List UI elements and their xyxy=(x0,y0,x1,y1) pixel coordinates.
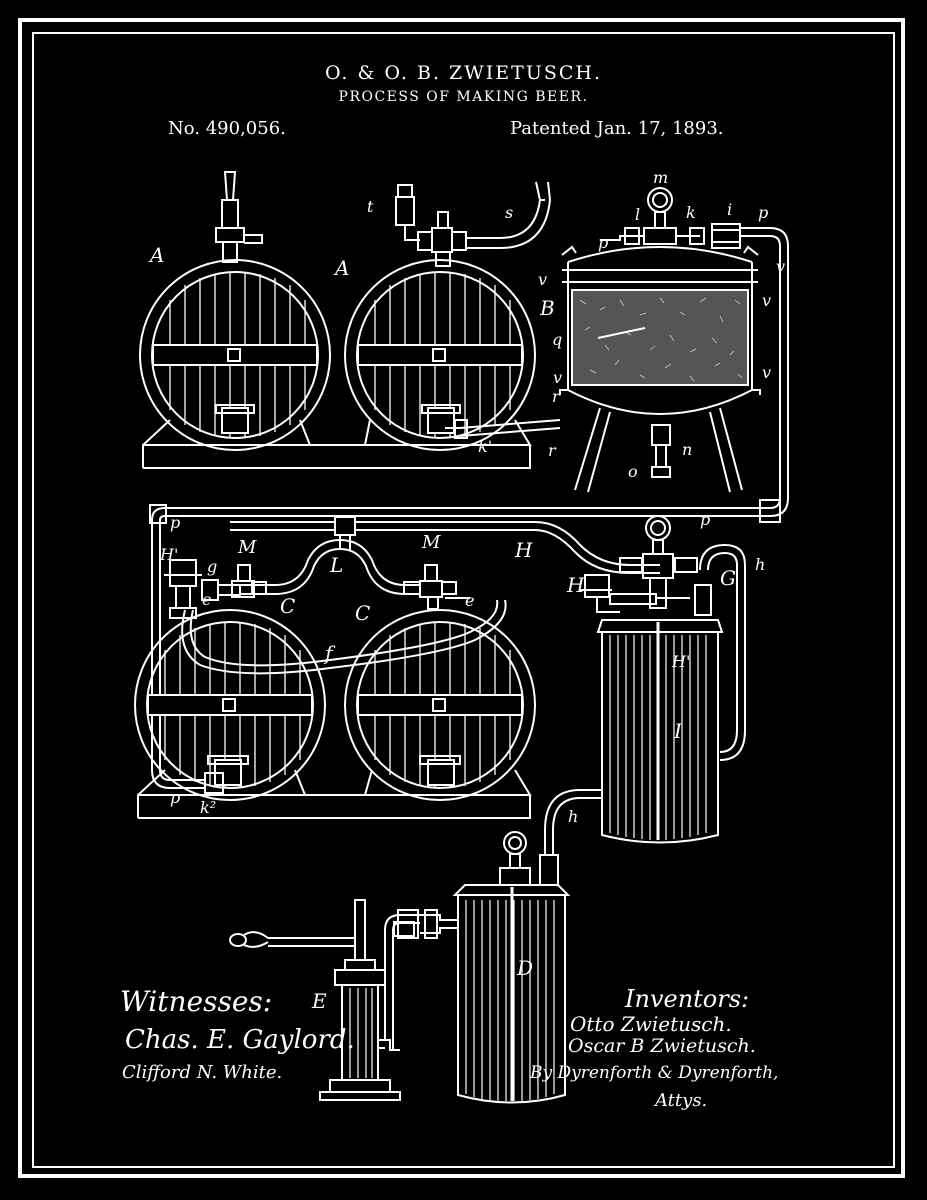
witnesses-label: Witnesses: xyxy=(120,985,273,1018)
label-M1: M xyxy=(237,537,257,558)
label-C1: C xyxy=(280,594,295,618)
pipe-elbow-right xyxy=(759,499,781,523)
middle-right-valves xyxy=(403,564,470,610)
label-I: I xyxy=(673,719,683,743)
label-p2: p xyxy=(598,233,608,252)
cask-D xyxy=(397,831,571,1104)
label-p1: p xyxy=(758,203,768,222)
label-E: E xyxy=(311,989,327,1013)
pipe-H xyxy=(230,521,660,574)
label-B: B xyxy=(539,296,555,320)
outer-border xyxy=(18,18,905,1178)
pipe-elbow-left xyxy=(149,504,167,524)
label-v2: v xyxy=(776,257,785,276)
middle-barrel-cradle xyxy=(137,769,532,819)
top-barrel-cradle xyxy=(142,419,532,469)
label-M2: M xyxy=(421,532,441,553)
inventors-label: Inventors: xyxy=(625,985,750,1013)
label-n: n xyxy=(682,440,692,459)
middle-left-valves xyxy=(164,559,267,619)
patent-date: Patented Jan. 17, 1893. xyxy=(510,118,724,139)
label-l: l xyxy=(635,205,640,224)
inventor-signature-2: Oscar B Zwietusch. xyxy=(568,1035,756,1057)
label-s: s xyxy=(505,203,513,222)
label-H4: H' xyxy=(671,652,690,671)
label-q: q xyxy=(552,330,562,349)
witness-signature-1: Chas. E. Gaylord. xyxy=(125,1025,355,1055)
label-v5: v xyxy=(762,363,771,382)
inner-border xyxy=(32,32,895,1168)
label-v3: v xyxy=(762,291,771,310)
label-p4: p xyxy=(700,510,710,529)
top-barrel-right xyxy=(344,259,536,451)
pipe-f xyxy=(181,599,507,675)
label-r2: r xyxy=(548,441,557,460)
top-barrel-outlet-pipe xyxy=(445,419,561,437)
middle-barrel-left xyxy=(134,609,326,801)
label-H2: H xyxy=(566,573,585,597)
label-p5: p xyxy=(170,788,180,807)
label-H: H xyxy=(514,538,533,562)
label-G: G xyxy=(720,566,736,590)
air-pump-E xyxy=(229,899,420,1101)
inventor-title: O. & O. B. ZWIETUSCH. xyxy=(324,62,603,84)
label-o: o xyxy=(628,462,638,481)
label-A2: A xyxy=(333,256,349,280)
top-barrel-left xyxy=(139,259,331,451)
label-L: L xyxy=(329,553,343,577)
label-A1: A xyxy=(148,243,164,267)
pipe-p xyxy=(151,507,770,770)
label-H3: H' xyxy=(159,545,178,564)
cylinder-tank-fittings xyxy=(580,515,746,761)
patent-subject: PROCESS OF MAKING BEER. xyxy=(338,89,589,105)
label-i: i xyxy=(727,200,732,219)
label-v4: v xyxy=(553,368,562,387)
label-e2: e xyxy=(465,591,474,610)
label-f: f xyxy=(323,641,336,665)
top-left-vent-pipe xyxy=(215,171,263,263)
label-k2: k² xyxy=(200,798,216,817)
inventor-signature-1: Otto Zwietusch. xyxy=(570,1012,732,1036)
label-D: D xyxy=(516,956,533,980)
label-h1: h xyxy=(755,555,765,574)
pipe-h xyxy=(544,789,602,855)
label-k: k xyxy=(686,203,696,222)
attorneys-label: Attys. xyxy=(655,1090,708,1111)
pipe-L xyxy=(240,538,420,595)
top-right-valve-assembly xyxy=(395,181,551,267)
label-t: t xyxy=(367,197,374,216)
label-g: g xyxy=(207,557,217,576)
pipe-p-bottom xyxy=(151,769,205,789)
patent-number: No. 490,056. xyxy=(168,118,286,139)
label-C2: C xyxy=(355,601,370,625)
label-v1: v xyxy=(538,270,547,289)
pipe-H-drop xyxy=(339,535,351,550)
pipe-H-tee xyxy=(334,516,356,536)
label-p3: p xyxy=(170,513,180,532)
filter-tank-B xyxy=(559,245,761,493)
label-r1: r xyxy=(552,387,561,406)
attorneys-line: By Dyrenforth & Dyrenforth, xyxy=(530,1063,779,1083)
cylinder-tank-I xyxy=(596,619,724,844)
witness-signature-2: Clifford N. White. xyxy=(122,1062,283,1083)
cock-k2 xyxy=(204,772,224,794)
label-e1: e xyxy=(202,590,211,609)
label-h2: h xyxy=(568,807,578,826)
label-k1: k' xyxy=(478,437,492,456)
label-m: m xyxy=(653,168,668,187)
outlet-cock-k1 xyxy=(454,419,468,439)
middle-barrel-right xyxy=(344,609,536,801)
